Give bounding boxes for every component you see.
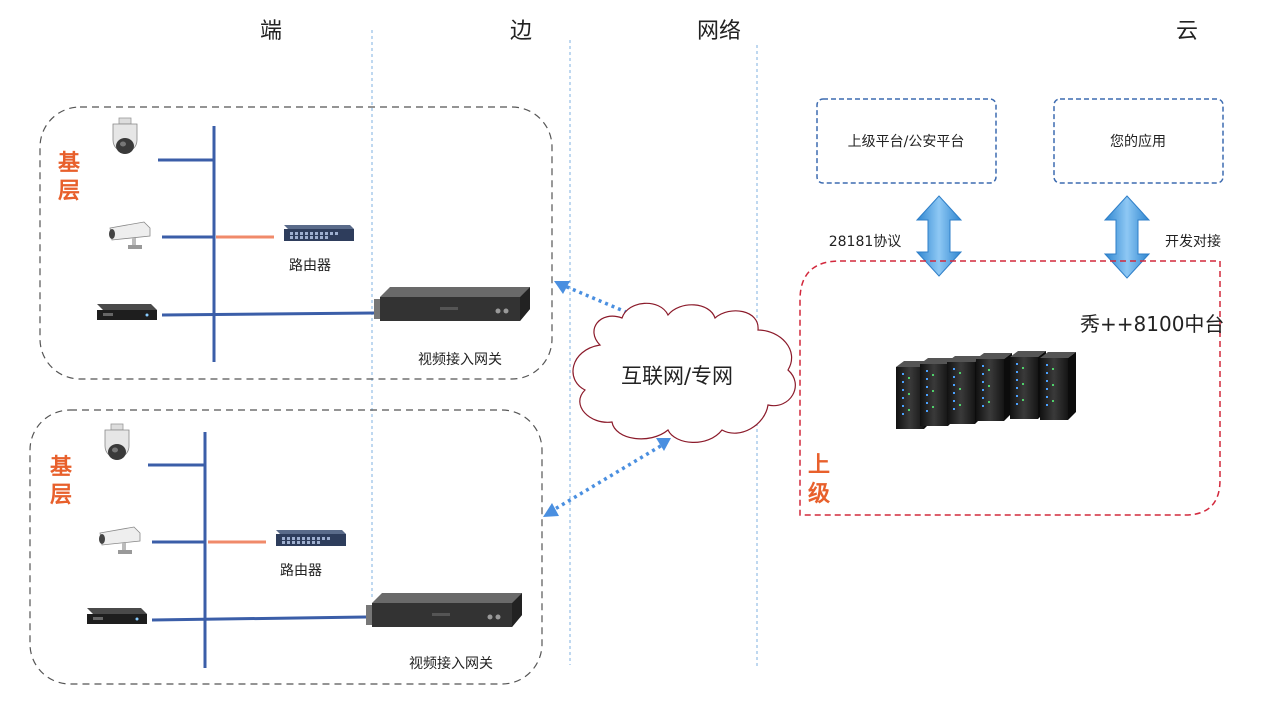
internet-cloud-label: 互联网/专网	[621, 364, 733, 388]
your-app-box	[1053, 98, 1224, 184]
column-title-network: 网络	[697, 19, 741, 44]
arrow-head	[656, 438, 671, 451]
base-label-line1: 基	[50, 455, 73, 480]
arrow-head	[554, 281, 570, 294]
double-arrow-icon	[1103, 195, 1151, 279]
base-group-border	[39, 106, 553, 380]
link-arrow-lower	[549, 442, 665, 514]
column-title-end: 端	[260, 19, 282, 44]
internet-cloud-icon	[572, 302, 796, 443]
platform-label: 秀++8100中台	[1080, 312, 1224, 336]
upper-level-border	[799, 260, 1221, 516]
gateway-label: 视频接入网关	[409, 655, 493, 672]
your-app-label: 您的应用	[1110, 133, 1166, 150]
gateway-server-icon	[374, 287, 530, 321]
gateway-label: 视频接入网关	[418, 351, 502, 368]
gateway-server-icon	[366, 593, 522, 627]
gateway-link-line	[151, 615, 367, 622]
column-title-edge: 边	[510, 19, 532, 44]
base-label-line2: 层	[50, 483, 72, 508]
upper-platform-box	[816, 98, 997, 184]
server-rack-icon	[896, 351, 1076, 429]
base-label-line2: 层	[58, 179, 80, 204]
column-title-cloud: 云	[1176, 19, 1198, 44]
base-group-1: 基 层 路由器 视频接入网关	[39, 106, 553, 380]
double-arrow-icon	[915, 195, 963, 277]
upper-label-line2: 级	[808, 481, 830, 507]
router-label: 路由器	[280, 563, 322, 579]
router-icon	[276, 530, 346, 546]
nvr-icon	[87, 608, 147, 624]
base-group-border	[29, 409, 543, 685]
gateway-link-line	[161, 311, 375, 317]
upper-platform-label: 上级平台/公安平台	[848, 134, 965, 150]
dev-connect-label: 开发对接	[1165, 233, 1221, 250]
router-label: 路由器	[289, 258, 331, 274]
bullet-camera-icon	[108, 221, 151, 250]
ptz-camera-icon	[104, 423, 130, 461]
router-icon	[284, 225, 354, 241]
arrow-head	[543, 503, 559, 517]
protocol-label: 28181协议	[829, 234, 902, 250]
base-label-line1: 基	[58, 151, 81, 176]
link-arrow-upper	[559, 282, 653, 325]
base-group-2: 基 层 路由器 视频接入网关	[29, 409, 543, 685]
bullet-camera-icon	[98, 526, 141, 555]
nvr-icon	[97, 304, 157, 320]
upper-label-line1: 上	[808, 453, 830, 478]
ptz-camera-icon	[112, 117, 138, 155]
